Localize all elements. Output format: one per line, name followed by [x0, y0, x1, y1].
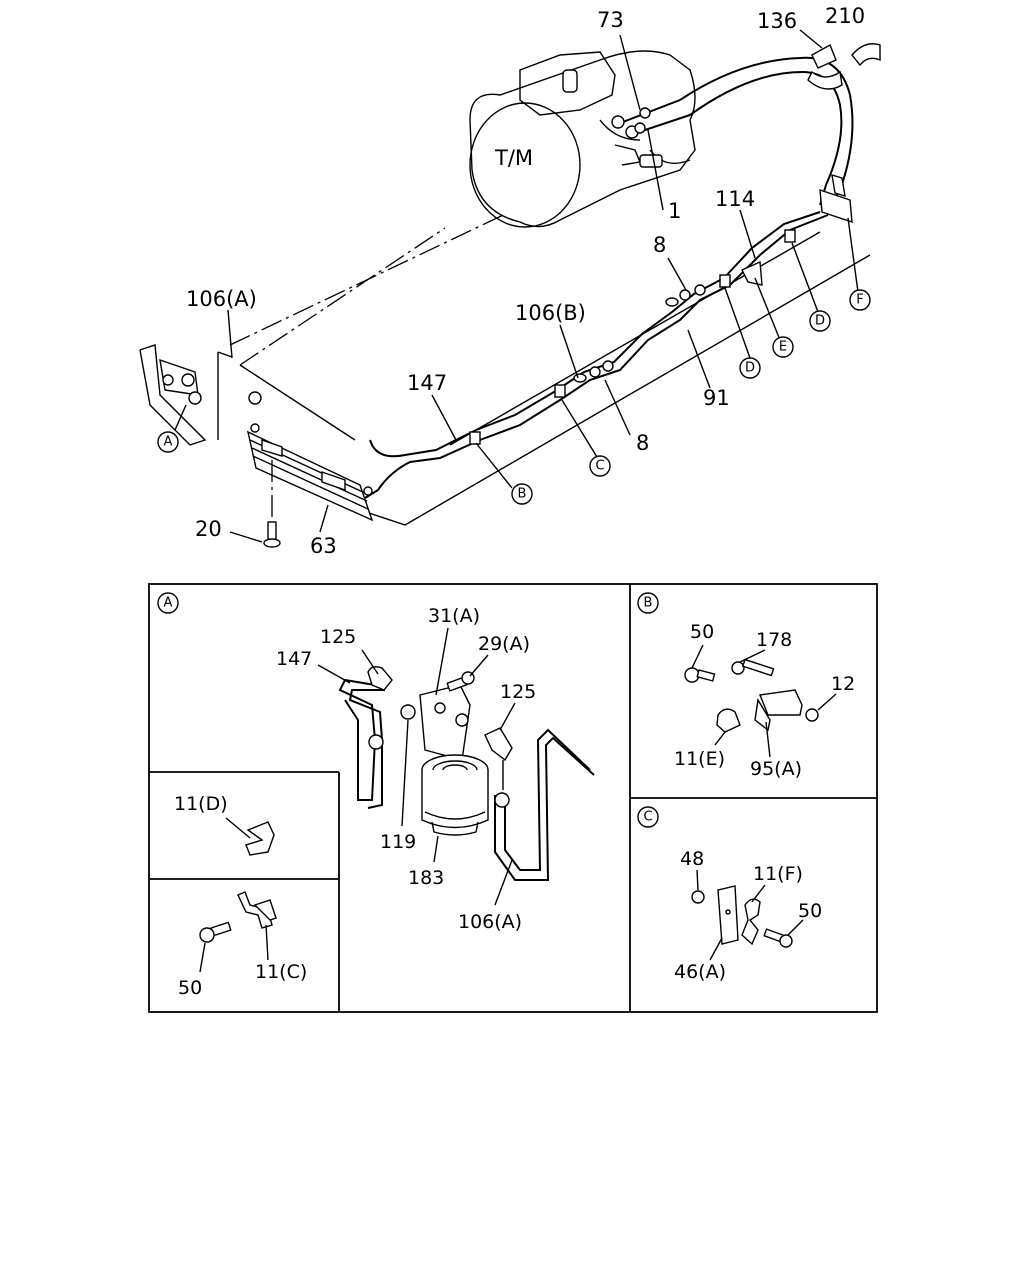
- detail-c-callout-46a: 46(A): [674, 961, 726, 983]
- svg-text:D: D: [815, 314, 825, 329]
- detail-b: B 50 178 12 11(E) 95(A): [637, 592, 855, 780]
- marker-c: C: [589, 455, 611, 477]
- main-leaders: [174, 29, 859, 543]
- callout-147: 147: [407, 371, 447, 395]
- detail-b-marker: B: [637, 592, 659, 614]
- detail-b-callout-95a: 95(A): [750, 758, 802, 780]
- detail-a-marker: A: [157, 592, 179, 614]
- detail-d-callout-11d: 11(D): [174, 793, 228, 815]
- marker-d-2: D: [809, 310, 831, 332]
- svg-text:A: A: [164, 596, 173, 611]
- pipe-clamp-136: [807, 43, 881, 90]
- callout-91: 91: [703, 386, 730, 410]
- callout-63: 63: [310, 534, 337, 558]
- transmission-label: T/M: [494, 146, 533, 170]
- tm-fittings: [611, 99, 691, 139]
- svg-text:B: B: [644, 596, 653, 611]
- svg-text:C: C: [643, 810, 652, 825]
- detail-c-callout-48: 48: [680, 848, 704, 870]
- detail-c-marker: C: [637, 806, 659, 828]
- detail-c-callout-50: 50: [798, 900, 822, 922]
- svg-text:A: A: [164, 435, 173, 450]
- detail-d: 11(D): [174, 793, 275, 856]
- bolt-20: [263, 521, 281, 548]
- pipe-unions: [573, 284, 706, 383]
- svg-text:D: D: [745, 361, 755, 376]
- detail-b-callout-12: 12: [831, 673, 855, 695]
- bracket-f: [819, 174, 853, 224]
- svg-text:F: F: [856, 293, 863, 308]
- callout-114: 114: [715, 187, 755, 211]
- detail-a-callout-31a: 31(A): [428, 605, 480, 627]
- callout-73: 73: [597, 8, 624, 32]
- detail-a-callout-125-right: 125: [500, 681, 536, 703]
- marker-e: E: [772, 336, 794, 358]
- detail-c: C 48 11(F) 50 46(A): [637, 806, 822, 983]
- svg-text:B: B: [518, 487, 527, 502]
- callout-8-upper: 8: [653, 233, 666, 257]
- detail-b-callout-11e: 11(E): [674, 748, 725, 770]
- detail-a: A: [157, 592, 595, 933]
- marker-b: B: [511, 483, 533, 505]
- transmission: T/M: [469, 50, 696, 228]
- callout-20: 20: [195, 517, 222, 541]
- callout-8-lower: 8: [636, 431, 649, 455]
- callout-106a: 106(A): [186, 287, 257, 311]
- chassis-outline: [217, 187, 871, 526]
- detail-panels: [148, 583, 878, 1013]
- oil-cooler-63: [247, 423, 374, 522]
- detail-b-callout-178: 178: [756, 629, 792, 651]
- detail-c-clip: 50 11(C): [178, 891, 307, 999]
- detail-a-callout-147: 147: [276, 648, 312, 670]
- detail-b-callout-50: 50: [690, 621, 714, 643]
- pipe-clips: [469, 229, 796, 445]
- callout-210: 210: [825, 4, 865, 28]
- detail-c-clip-callout-11c: 11(C): [255, 961, 307, 983]
- marker-f: F: [849, 289, 871, 311]
- detail-a-callout-125-left: 125: [320, 626, 356, 648]
- main-view: T/M: [139, 4, 881, 558]
- detail-a-callout-119: 119: [380, 831, 416, 853]
- callout-1: 1: [668, 199, 681, 223]
- detail-a-callout-106a: 106(A): [458, 911, 522, 933]
- marker-d-1: D: [739, 357, 761, 379]
- filter-bracket-left: [139, 344, 262, 446]
- detail-a-callout-183: 183: [408, 867, 444, 889]
- detail-c-callout-11f: 11(F): [753, 863, 803, 885]
- svg-text:C: C: [595, 459, 604, 474]
- detail-c-clip-callout-50: 50: [178, 977, 202, 999]
- detail-a-callout-29a: 29(A): [478, 633, 530, 655]
- svg-text:E: E: [779, 340, 787, 355]
- callout-136: 136: [757, 9, 797, 33]
- marker-a: A: [157, 431, 179, 453]
- callout-106b: 106(B): [515, 301, 586, 325]
